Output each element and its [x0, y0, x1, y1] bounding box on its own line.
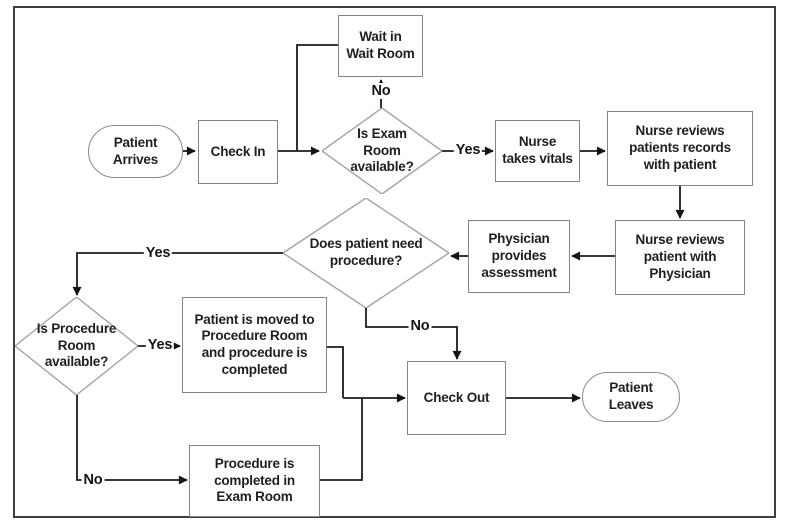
line-junction-to-waitroom — [296, 44, 338, 151]
edge-label-procedure-yes: Yes — [143, 245, 173, 261]
node-patient-leaves-label: Patient Leaves — [608, 380, 654, 412]
decision-procedure-room-available-label: Is Procedure Room available? — [36, 320, 117, 370]
decision-procedure-room-available: Is Procedure Room available? — [15, 297, 138, 395]
edge-label-exam-no: No — [369, 83, 393, 99]
node-wait-in-wait-room: Wait in Wait Room — [338, 15, 423, 77]
node-check-out-label: Check Out — [423, 389, 490, 405]
node-check-in-label: Check In — [210, 143, 266, 159]
node-nurse-reviews-records-label: Nurse reviews patients records with pati… — [629, 123, 731, 172]
node-physician-provides-assessment: Physician provides assessment — [468, 220, 570, 293]
decision-exam-room-available-label: Is Exam Room available? — [350, 125, 414, 175]
arrow-roomdiamond-no-to-examprocedure — [76, 395, 188, 485]
decision-patient-need-procedure-label: Does patient need procedure? — [309, 236, 423, 268]
node-nurse-takes-vitals-label: Nurse takes vitals — [502, 134, 573, 166]
edge-label-exam-yes: Yes — [453, 142, 483, 158]
node-nurse-takes-vitals: Nurse takes vitals — [495, 120, 580, 182]
edge-label-room-yes: Yes — [145, 337, 175, 353]
node-moved-to-procedure-room-label: Patient is moved to Procedure Room and p… — [194, 311, 315, 377]
node-procedure-in-exam-room-label: Procedure is completed in Exam Room — [214, 455, 295, 505]
line-examprocedure-to-merge — [320, 398, 363, 481]
node-check-in: Check In — [198, 120, 278, 184]
arrow-needdiamond-yes-to-roomdiamond — [72, 252, 283, 296]
node-patient-arrives: Patient Arrives — [88, 125, 183, 178]
edge-label-room-no: No — [81, 472, 105, 488]
diamond-shape — [283, 198, 449, 308]
node-patient-leaves: Patient Leaves — [582, 372, 680, 422]
node-patient-arrives-label: Patient Arrives — [112, 134, 159, 167]
node-physician-provides-assessment-label: Physician provides assessment — [481, 231, 557, 280]
decision-patient-need-procedure: Does patient need procedure? — [283, 198, 449, 308]
line-movedbox-to-merge — [327, 346, 344, 398]
node-nurse-reviews-with-physician-label: Nurse reviews patient with Physician — [635, 232, 725, 281]
node-moved-to-procedure-room: Patient is moved to Procedure Room and p… — [182, 297, 327, 393]
diagram-border — [13, 6, 776, 518]
node-procedure-in-exam-room: Procedure is completed in Exam Room — [189, 445, 320, 517]
diamond-shape — [15, 297, 138, 395]
diamond-shape — [322, 108, 442, 194]
node-check-out: Check Out — [407, 361, 506, 435]
edge-label-procedure-no: No — [408, 318, 432, 334]
node-wait-in-wait-room-label: Wait in Wait Room — [346, 29, 415, 61]
node-nurse-reviews-records: Nurse reviews patients records with pati… — [607, 111, 753, 186]
node-nurse-reviews-with-physician: Nurse reviews patient with Physician — [615, 220, 745, 295]
decision-exam-room-available: Is Exam Room available? — [322, 108, 442, 194]
